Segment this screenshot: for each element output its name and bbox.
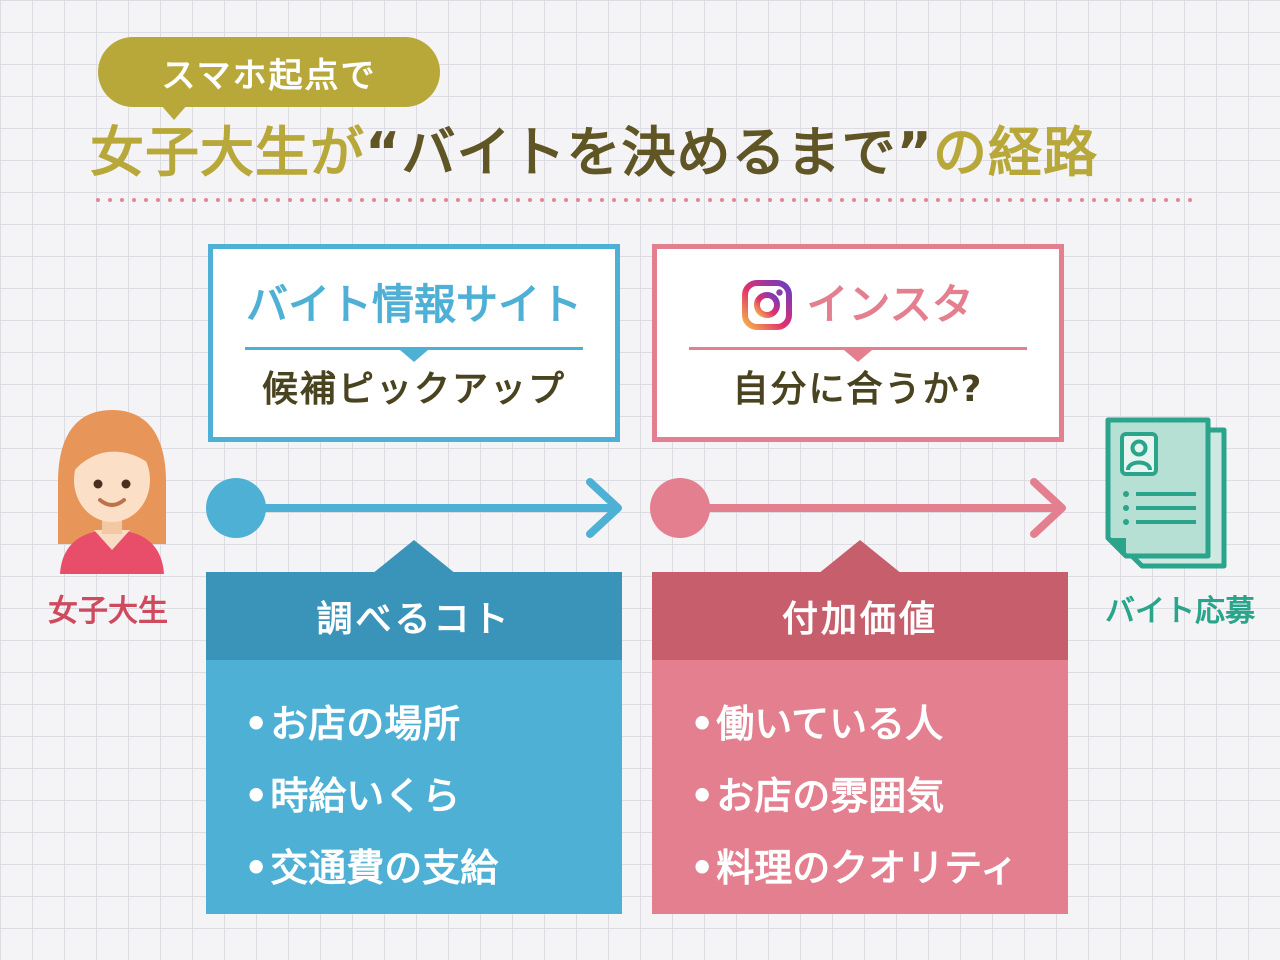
stage2-title-row: インスタ bbox=[657, 277, 1059, 333]
stage1-list-item: 交通費の支給 bbox=[244, 832, 622, 904]
stage1-flow-arrow bbox=[206, 478, 622, 538]
stage2-subtitle: 自分に合うか? bbox=[732, 369, 984, 410]
stage2-detail-panel: 付加価値 働いている人 お店の雰囲気 料理のクオリティ bbox=[652, 540, 1068, 914]
title-part-1: 女子大生が bbox=[90, 121, 365, 184]
page-title: 女子大生が“バイトを決めるまで”の経路 bbox=[90, 118, 1200, 188]
stage1-panel-header: 調べるコト bbox=[206, 572, 622, 660]
stage2-source-box: インスタ 自分に合うか? bbox=[652, 244, 1064, 442]
stage1-title: バイト情報サイト bbox=[245, 280, 582, 329]
instagram-icon bbox=[742, 279, 793, 330]
stage1-panel-notch bbox=[372, 540, 456, 574]
stage2-item-list: 働いている人 お店の雰囲気 料理のクオリティ bbox=[652, 660, 1068, 904]
stage2-list-item: 働いている人 bbox=[690, 688, 1068, 760]
stage1-detail-panel: 調べるコト お店の場所 時給いくら 交通費の支給 bbox=[206, 540, 622, 914]
stage1-divider bbox=[245, 347, 583, 362]
stage2-panel-notch bbox=[818, 540, 902, 574]
stage2-list-item: お店の雰囲気 bbox=[690, 760, 1068, 832]
stage2-panel-header: 付加価値 bbox=[652, 572, 1068, 660]
stage1-panel-body: お店の場所 時給いくら 交通費の支給 bbox=[206, 660, 622, 914]
stage2-title: インスタ bbox=[806, 280, 974, 329]
dotted-divider bbox=[92, 198, 1192, 202]
subtitle-text: スマホ起点で bbox=[161, 55, 377, 96]
stage1-subtitle: 候補ピックアップ bbox=[261, 369, 566, 410]
subtitle-badge-tail bbox=[160, 104, 188, 120]
stage2-list-item: 料理のクオリティ bbox=[690, 832, 1068, 904]
stage1-list-item: お店の場所 bbox=[244, 688, 622, 760]
goal-label: バイト応募 bbox=[1105, 594, 1255, 629]
stage1-source-box: バイト情報サイト 候補ピックアップ bbox=[208, 244, 620, 442]
stage2-flow-arrow bbox=[650, 478, 1066, 538]
stage1-list-item: 時給いくら bbox=[244, 760, 622, 832]
stage1-item-list: お店の場所 時給いくら 交通費の支給 bbox=[206, 660, 622, 904]
person-label: 女子大生 bbox=[48, 594, 168, 629]
subtitle-badge: スマホ起点で bbox=[98, 37, 440, 107]
stage2-divider bbox=[689, 347, 1027, 362]
title-part-3: の経路 bbox=[932, 121, 1098, 184]
title-part-2: “バイトを決めるまで” bbox=[365, 121, 933, 184]
female-student-avatar-icon bbox=[58, 410, 166, 574]
stage2-panel-body: 働いている人 お店の雰囲気 料理のクオリティ bbox=[652, 660, 1068, 914]
resume-document-icon bbox=[1105, 417, 1227, 569]
